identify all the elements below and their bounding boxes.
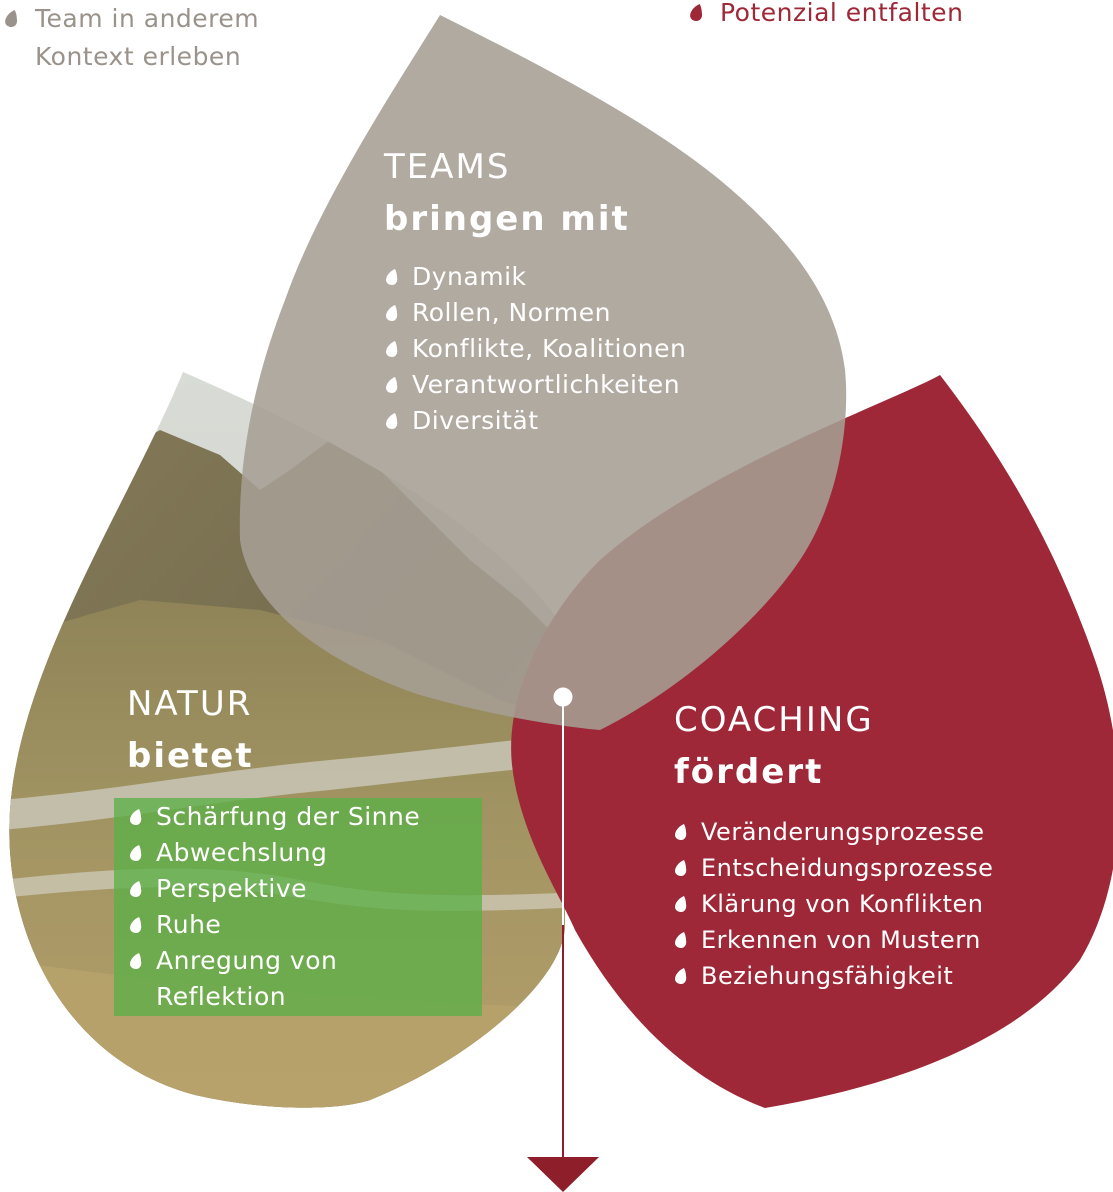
natur-title: NATUR (127, 684, 253, 724)
leaf-bullet-icon (386, 377, 398, 393)
list-item: Diversität (384, 403, 686, 439)
leaf-bullet-icon (130, 953, 142, 969)
list-item-label: Dynamik (412, 262, 527, 291)
natur-subtitle: bietet (127, 736, 254, 776)
coaching-title: COACHING (674, 700, 874, 740)
list-item-label: Beziehungsfähigkeit (701, 962, 954, 990)
list-item-label: Erkennen von Mustern (701, 926, 981, 954)
list-item: Dynamik (384, 259, 686, 295)
list-item: Verantwortlichkeiten (384, 367, 686, 403)
list-item-label: Ruhe (156, 910, 222, 939)
list-item-label: Veränderungsprozesse (701, 818, 985, 846)
teams-title: TEAMS (384, 147, 511, 187)
leaf-bullet-icon (386, 269, 398, 285)
list-item: Ruhe (128, 907, 420, 943)
list-item: Veränderungsprozesse (673, 814, 993, 850)
top-left-note: Team in anderem Kontext erleben (5, 0, 259, 76)
list-item-label: Abwechslung (156, 838, 328, 867)
teams-leaf (239, 15, 847, 730)
leaf-bullet-icon (675, 968, 687, 984)
list-item: Konflikte, Koalitionen (384, 331, 686, 367)
top-left-note-line-2: Kontext erleben (35, 42, 242, 71)
coaching-subtitle: fördert (674, 752, 824, 792)
natur-heading: NATUR bietet (127, 678, 254, 782)
list-item: Perspektive (128, 871, 420, 907)
natur-list: Schärfung der Sinne Abwechslung Perspekt… (128, 799, 420, 1015)
list-item-label: Klärung von Konflikten (701, 890, 984, 918)
list-item: Klärung von Konflikten (673, 886, 993, 922)
arrow-head-icon (527, 1157, 599, 1192)
list-item: Anregung von (128, 943, 420, 979)
connector-dot (553, 687, 573, 707)
list-item-label: Schärfung der Sinne (156, 802, 421, 831)
list-item-label: Konflikte, Koalitionen (412, 334, 687, 363)
list-item-continuation: Reflektion (128, 979, 420, 1015)
leaf-bullet-icon (675, 896, 687, 912)
leaf-bullet-icon (130, 881, 142, 897)
list-item-label: Reflektion (156, 982, 287, 1011)
list-item-label: Perspektive (156, 874, 308, 903)
list-item: Schärfung der Sinne (128, 799, 420, 835)
list-item: Entscheidungsprozesse (673, 850, 993, 886)
leaf-bullet-icon (130, 845, 142, 861)
list-item: Rollen, Normen (384, 295, 686, 331)
list-item: Beziehungsfähigkeit (673, 958, 993, 994)
top-left-note-line-1: Team in anderem (35, 4, 260, 33)
coaching-heading: COACHING fördert (674, 694, 874, 798)
list-item: Erkennen von Mustern (673, 922, 993, 958)
top-right-note-text: Potenzial entfalten (720, 0, 964, 27)
top-right-note: Potenzial entfalten (690, 0, 963, 32)
natur-highlight-box (114, 798, 482, 1016)
leaf-bullet-icon (675, 860, 687, 876)
coaching-list: Veränderungsprozesse Entscheidungsprozes… (673, 814, 993, 994)
list-item-label: Entscheidungsprozesse (701, 854, 994, 882)
leaf-bullet-icon (690, 4, 703, 21)
list-item-label: Diversität (412, 406, 539, 435)
list-item-label: Rollen, Normen (412, 298, 611, 327)
leaf-bullet-icon (386, 413, 398, 429)
leaf-bullet-icon (130, 917, 142, 933)
leaf-bullet-icon (386, 305, 398, 321)
list-item-label: Anregung von (156, 946, 338, 975)
leaf-bullet-icon (675, 824, 687, 840)
leaf-bullet-icon (386, 341, 398, 357)
list-item-label: Verantwortlichkeiten (412, 370, 681, 399)
teams-list: Dynamik Rollen, Normen Konflikte, Koalit… (384, 259, 686, 439)
leaf-bullet-icon (130, 809, 142, 825)
teams-subtitle: bringen mit (384, 199, 630, 239)
list-item: Abwechslung (128, 835, 420, 871)
leaf-bullet-icon (675, 932, 687, 948)
teams-heading: TEAMS bringen mit (384, 141, 630, 245)
leaf-bullet-icon (5, 10, 18, 27)
